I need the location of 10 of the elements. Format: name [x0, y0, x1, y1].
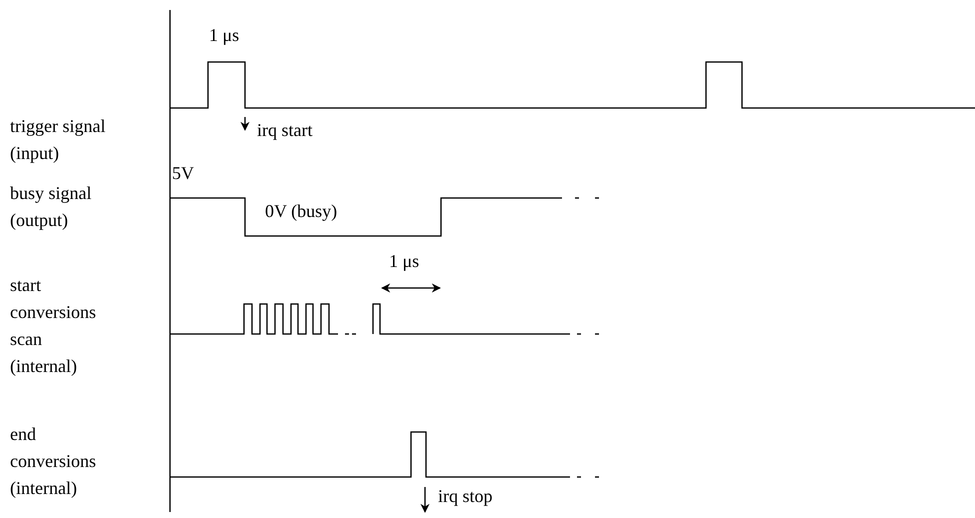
pulse-width-label: 1 μs [209, 24, 240, 47]
event-label: irq stop [438, 485, 494, 508]
event-label: irq start [257, 119, 314, 142]
signal-name: trigger signal (input) [10, 115, 106, 165]
signal-name: busy signal (output) [10, 182, 93, 232]
voltage-label: 5V [172, 162, 195, 185]
signal-name: start conversions scan (internal) [10, 274, 97, 378]
signal-name: end conversions (internal) [10, 423, 97, 500]
pulse-width-label: 1 μs [389, 250, 420, 273]
voltage-label: 0V (busy) [265, 200, 338, 223]
